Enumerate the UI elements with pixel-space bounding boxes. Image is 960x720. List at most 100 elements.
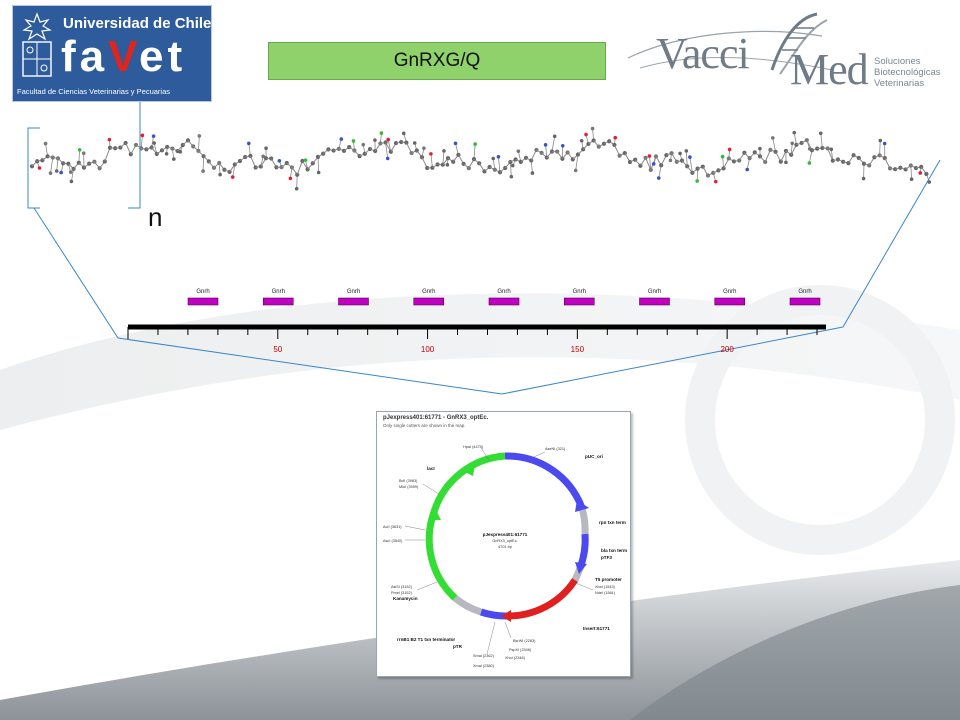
feature-label-bla-txn-term: bla txn term [601, 548, 627, 553]
feature-label-ptr: pTR [453, 644, 463, 649]
insert-arrowhead [501, 610, 511, 622]
gnrh-feature-block [187, 297, 219, 306]
atom [54, 169, 59, 173]
atom [178, 150, 183, 154]
atom [898, 165, 903, 170]
atom [269, 156, 274, 161]
atom [720, 154, 725, 159]
plasmid-center-name: pJexpress401:61771 [483, 532, 528, 537]
favet-logo: Universidad de Chile faVet Facultad de C… [12, 5, 212, 102]
site-bcli: BclI (3983) [399, 479, 418, 483]
site-xmai: XmaI (2380) [473, 664, 495, 668]
bond [385, 142, 389, 159]
axis-tick-label: 100 [421, 345, 435, 354]
atom [678, 151, 682, 156]
bond [442, 150, 445, 165]
atom [473, 142, 477, 146]
atom [339, 137, 344, 141]
gnrh-feature-label: Gnrh [196, 289, 209, 295]
vaccimed-word-b: Med [790, 45, 869, 94]
atom [151, 134, 156, 138]
atom [139, 146, 144, 151]
bond [820, 133, 823, 149]
bond [545, 144, 548, 158]
atom [43, 141, 48, 146]
atom [81, 151, 86, 156]
bond [296, 174, 298, 189]
atom [140, 133, 145, 138]
plasmid-segment-puc-ori [504, 452, 586, 510]
gnrh-feature-block [413, 297, 445, 306]
plasmid-segment-laci [430, 452, 506, 514]
atom [294, 186, 299, 191]
atom [243, 154, 248, 160]
atom [456, 152, 461, 157]
atom [385, 156, 390, 161]
atom [336, 146, 341, 151]
atom [165, 144, 170, 150]
bond [140, 135, 143, 149]
site-mlui: MluI (3959) [399, 485, 419, 489]
bond [296, 160, 303, 175]
bond [498, 156, 501, 173]
plasmid-segment-insert [506, 578, 578, 620]
atom [128, 152, 133, 157]
atom [909, 177, 914, 182]
faculty-name: Facultad de Ciencias Veterinarias y Pecu… [17, 87, 170, 96]
bond [827, 148, 834, 161]
feature-label-ptf3: pTF3 [601, 555, 612, 560]
atom [491, 156, 496, 161]
atom [792, 130, 797, 135]
bond [510, 161, 512, 177]
bond [689, 157, 693, 173]
gnrh-feature-label: Gnrh [347, 289, 360, 295]
vaccimed-word-a: Vacci [656, 29, 750, 78]
atom [172, 157, 176, 161]
vaccimed-tagline: Soluciones Biotecnológicas Veterinarias [874, 56, 941, 89]
gnrh-feature-label: Gnrh [497, 289, 510, 295]
atom [492, 167, 497, 172]
atom [277, 158, 282, 163]
atom [386, 137, 390, 142]
gnrh-feature-label: Gnrh [723, 289, 736, 295]
atom [445, 163, 450, 167]
atom [510, 163, 515, 168]
university-crest-icon [22, 12, 52, 77]
repeat-count-label: n [148, 202, 163, 232]
atom [727, 147, 732, 152]
atom [758, 146, 762, 151]
plasmid-subtitle: Only single cutters are shown in the map… [383, 423, 466, 428]
bond [649, 155, 652, 170]
feature-label-rrnb1: rrnB1 B2 T1 txn terminator [397, 637, 455, 642]
atom [573, 168, 578, 173]
bond [910, 165, 913, 180]
bond [45, 143, 48, 157]
gnrh-feature-label: Gnrh [798, 289, 811, 295]
atom [37, 166, 42, 170]
gnrh-feature-label: Gnrh [272, 289, 285, 295]
bond [658, 165, 662, 179]
bond [317, 156, 320, 173]
plasmid-segment-gray-bottom [452, 595, 483, 616]
atom [613, 135, 618, 140]
atom [887, 166, 893, 171]
atom [530, 171, 535, 175]
university-name: Universidad de Chile [63, 15, 212, 32]
atom [560, 143, 565, 148]
atom [516, 149, 521, 153]
atom [399, 139, 404, 145]
atom [668, 158, 673, 163]
bond [645, 157, 652, 171]
atom [579, 138, 584, 143]
feature-label-kanamycin: Kanamycin [393, 596, 418, 601]
atom [379, 131, 384, 135]
atom [248, 153, 253, 159]
atom [509, 174, 514, 179]
bond [685, 150, 688, 167]
atom [45, 154, 50, 159]
gnrh-feature-block [789, 297, 821, 306]
atom [230, 175, 235, 179]
vaccimed-logo: Vacci Med Soluciones Biotecnológicas Vet… [622, 10, 952, 94]
bond [50, 157, 54, 174]
atom [924, 171, 929, 177]
